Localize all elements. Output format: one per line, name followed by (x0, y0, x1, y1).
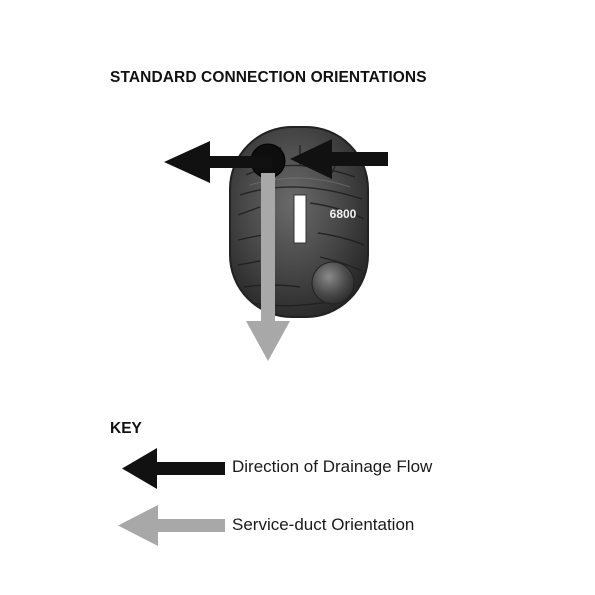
black-arrow-icon (122, 448, 225, 489)
key-heading: KEY (110, 420, 142, 437)
drainage-arrow-out (164, 141, 272, 183)
key-item-service-duct: Service-duct Orientation (112, 501, 512, 551)
diagram-title: STANDARD CONNECTION ORIENTATIONS (110, 69, 427, 86)
drainage-arrow-in (290, 139, 388, 179)
float-ball (311, 261, 355, 305)
key-label-service-duct: Service-duct Orientation (232, 515, 415, 534)
key-label-drainage: Direction of Drainage Flow (232, 457, 433, 476)
tank-model-label: 6800 (330, 207, 357, 221)
service-duct-arrow (246, 173, 290, 361)
grey-arrow-icon (118, 505, 225, 546)
connection-diagram: 6800 (164, 126, 388, 361)
key-item-drainage: Direction of Drainage Flow (112, 443, 512, 493)
